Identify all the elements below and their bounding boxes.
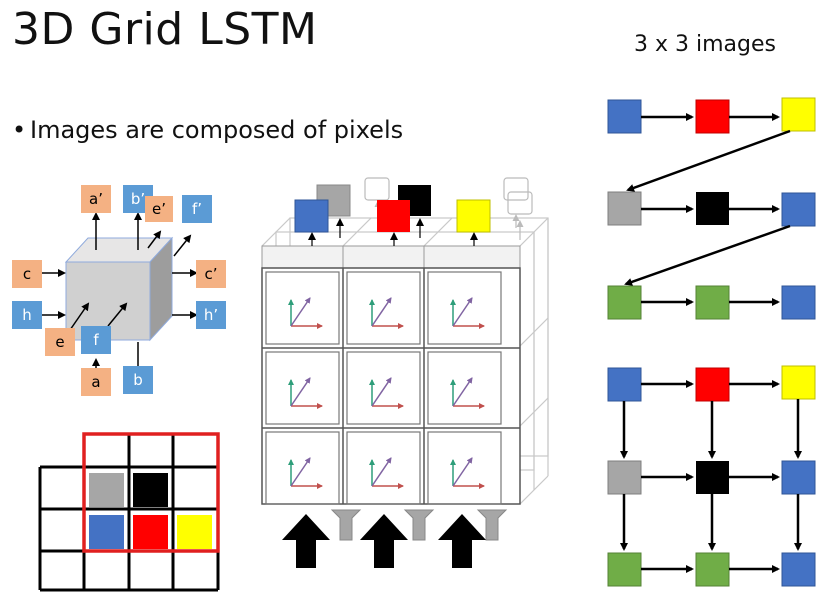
- label-e: e: [55, 333, 64, 351]
- seq2-green2: [695, 552, 730, 587]
- label-f: f: [93, 331, 99, 349]
- input-arrows: [282, 509, 508, 568]
- label-box-c: [12, 260, 42, 288]
- label-box-a: [81, 368, 111, 396]
- label-h: h: [22, 306, 32, 324]
- pixel-red: [133, 515, 168, 549]
- top-pixel-red: [377, 200, 410, 232]
- bullet-dot: •: [12, 116, 27, 144]
- label-f-prime: f’: [192, 200, 202, 218]
- label-box-e: [45, 328, 75, 356]
- selection-frame: [82, 432, 220, 553]
- bullet-point: •Images are composed of pixels: [12, 116, 403, 144]
- label-box-e-prime: [145, 196, 173, 222]
- label-box-f: [81, 326, 111, 354]
- seq1-black: [696, 192, 729, 225]
- seq1-blue: [607, 99, 642, 134]
- seq1-green2: [695, 285, 730, 320]
- seq1-gray: [607, 191, 642, 226]
- label-b: b: [133, 371, 143, 389]
- seq1-yellow: [781, 97, 816, 132]
- seq2-green: [607, 552, 642, 587]
- seq1-green: [607, 285, 642, 320]
- bullet-text: Images are composed of pixels: [30, 116, 404, 144]
- label-c-prime: c’: [204, 265, 217, 283]
- label-a: a: [91, 373, 100, 391]
- lstm-cube: [64, 236, 174, 342]
- top-pixel-yellow: [456, 199, 491, 233]
- sequence-grid: [607, 365, 816, 587]
- label-box-f-prime: [182, 195, 212, 223]
- seq2-blue3: [781, 552, 816, 587]
- label-box-b: [123, 366, 153, 394]
- label-e-prime: e’: [152, 200, 166, 218]
- seq2-yellow: [781, 365, 816, 400]
- seq2-blue2: [781, 460, 816, 495]
- label-a-prime: a’: [89, 190, 103, 208]
- sequence-snake: [607, 97, 816, 320]
- seq1-red: [695, 99, 730, 134]
- pixel-gray: [89, 473, 124, 507]
- label-box-h-prime: [196, 301, 226, 329]
- seq2-black: [696, 461, 729, 494]
- label-b-prime: b’: [131, 190, 145, 208]
- cube-label-boxes: a’ b’ e’ f’ c c’ h h’ e f a b: [12, 185, 226, 396]
- pixel-blue: [89, 515, 124, 549]
- grid-lstm-stack: [261, 177, 549, 568]
- lstm-cells: [266, 272, 501, 504]
- grid-size-caption: 3 x 3 images: [634, 32, 776, 57]
- pixel-grid: [38, 432, 220, 592]
- pixel-black: [133, 473, 168, 507]
- top-pixel-blue: [294, 199, 329, 233]
- seq2-blue: [607, 367, 642, 402]
- label-box-a-prime: [81, 185, 111, 213]
- seq1-blue2: [781, 192, 816, 227]
- pixel-yellow: [177, 515, 212, 549]
- page-title: 3D Grid LSTM: [12, 4, 318, 55]
- label-box-h: [12, 301, 42, 329]
- label-h-prime: h’: [204, 306, 218, 324]
- label-box-c-prime: [196, 260, 226, 288]
- seq1-blue3: [781, 285, 816, 320]
- seq2-gray: [607, 460, 642, 495]
- label-c: c: [23, 265, 31, 283]
- seq2-red: [695, 367, 730, 402]
